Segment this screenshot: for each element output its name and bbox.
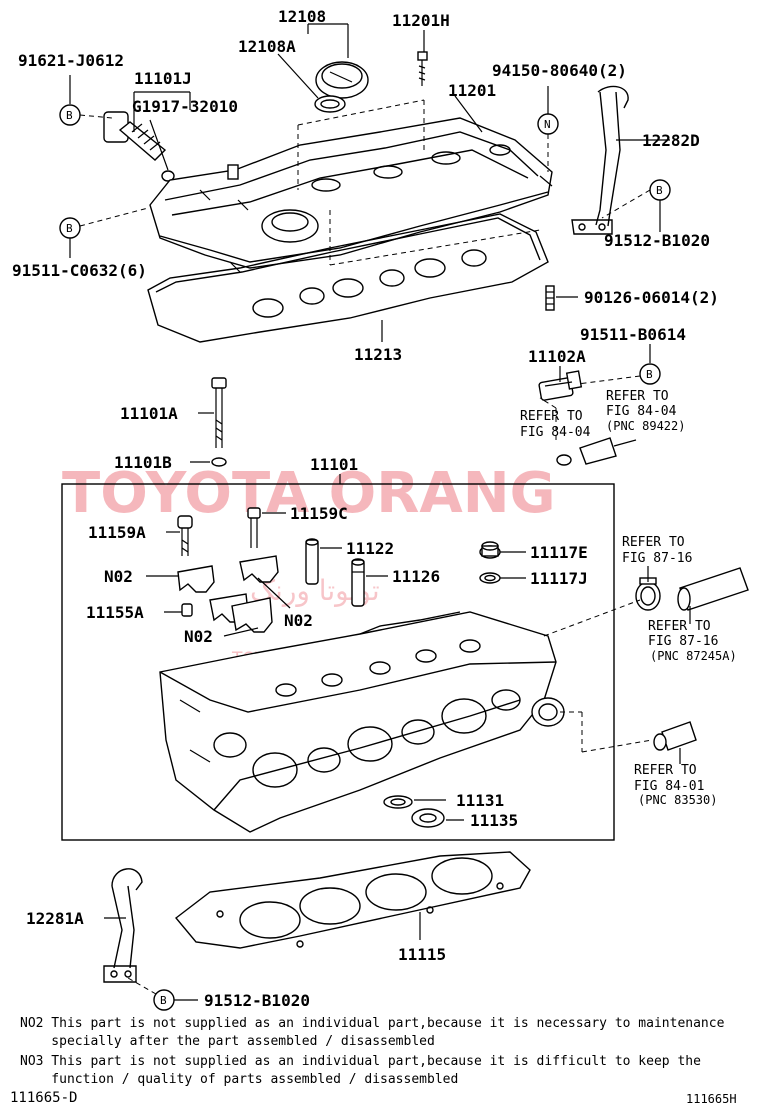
head-bolt-11101a (211, 377, 227, 467)
oil-filler-cap (314, 61, 369, 113)
oil-control-valve (103, 111, 175, 182)
refer-to-fig[interactable]: FIG 87-16 (648, 634, 718, 649)
part-label: 91511-C0632(6) (12, 261, 147, 280)
circle-marker-b: B (656, 184, 663, 197)
temperature-sensor (556, 437, 637, 466)
refer-to-pnc: (PNC 87245A) (650, 649, 737, 663)
part-label: 91621-J0612 (18, 51, 124, 70)
part-label: 11101A (120, 404, 178, 423)
footer-illustration-id: 111665H (686, 1092, 737, 1106)
part-label: 11213 (354, 345, 402, 364)
refer-to-fig[interactable]: FIG 84-04 (606, 404, 677, 419)
note-n03-line2: function / quality of parts assembled / … (20, 1072, 459, 1087)
refer-to-label[interactable]: REFER TO (634, 763, 697, 778)
refer-to-label[interactable]: REFER TO (648, 619, 711, 634)
part-label: 12281A (26, 909, 84, 928)
circle-marker-b: B (160, 994, 167, 1007)
refer-to-label[interactable]: REFER TO (622, 535, 685, 550)
head-cover-gasket (147, 213, 549, 343)
part-label: 11201H (392, 11, 450, 30)
part-label: 11126 (392, 567, 440, 586)
engine-hanger-12282d (571, 85, 629, 235)
part-label: 11115 (398, 945, 446, 964)
part-label: 12282D (642, 131, 700, 150)
footer-figure-id: 111665-D (10, 1090, 78, 1106)
circle-marker-b: B (66, 109, 73, 122)
pin-11155a (181, 603, 193, 617)
part-label: 11101B (114, 453, 172, 472)
part-label: 91512-B1020 (604, 231, 710, 250)
part-label: 11159C (290, 504, 348, 523)
cylinder-head-assy-box (61, 483, 615, 841)
refer-to-fig[interactable]: FIG 84-01 (634, 779, 704, 794)
note-n02-line1: NO2 This part is not supplied as an indi… (20, 1016, 725, 1031)
part-label: N02 (284, 611, 313, 630)
part-label: 11102A (528, 347, 586, 366)
bolt-11159a (177, 515, 193, 556)
seal-11135 (411, 808, 445, 828)
note-n03-line1: NO3 This part is not supplied as an indi… (20, 1054, 701, 1069)
part-label: N02 (184, 627, 213, 646)
stud-bolt-90126 (545, 285, 555, 311)
refer-to-pnc: (PNC 89422) (606, 419, 685, 433)
camshaft-bearing-cap (177, 555, 279, 633)
bolt-11159c (247, 507, 261, 548)
part-label: 12108A (238, 37, 296, 56)
part-label: 94150-80640(2) (492, 61, 627, 80)
circle-marker-b: B (66, 222, 73, 235)
part-label: 91512-B1020 (204, 991, 310, 1010)
refer-to-fig[interactable]: FIG 87-16 (622, 551, 692, 566)
plug-11117e (479, 541, 501, 559)
cylinder-head-cover (149, 117, 553, 273)
part-label: 11159A (88, 523, 146, 542)
circle-marker-b: B (646, 368, 653, 381)
part-label: N02 (104, 567, 133, 586)
camshaft-position-sensor (538, 370, 583, 401)
part-label: 11135 (470, 811, 518, 830)
part-label: 11131 (456, 791, 504, 810)
part-label: 11201 (448, 81, 496, 100)
watermark-main: TOYOTA ORANG (62, 461, 556, 526)
hose-clamp (635, 577, 661, 611)
refer-to-pnc: (PNC 83530) (638, 793, 717, 807)
seal-11131 (383, 795, 413, 809)
cylinder-head-gasket (174, 851, 531, 949)
part-label: 90126-06014(2) (584, 288, 719, 307)
cover-bolt-11201h (417, 51, 428, 86)
part-label: 91511-B0614 (580, 325, 686, 344)
part-label: 11117J (530, 569, 588, 588)
engine-hanger-12281a (103, 868, 143, 983)
gasket-11117j (479, 572, 501, 584)
circle-marker-n: N (544, 118, 551, 131)
part-label: 11101 (310, 455, 358, 474)
part-label: G1917-32010 (132, 97, 238, 116)
refer-to-label[interactable]: REFER TO (520, 409, 583, 424)
cylinder-head (159, 611, 565, 833)
refer-to-label[interactable]: REFER TO (606, 389, 669, 404)
refer-to-fig[interactable]: FIG 84-04 (520, 425, 591, 440)
valve-guide-11126 (351, 558, 365, 607)
part-label: 11155A (86, 603, 144, 622)
part-label: 11122 (346, 539, 394, 558)
water-temp-sensor (653, 721, 697, 751)
part-label: 11117E (530, 543, 588, 562)
valve-guide-11122 (305, 538, 319, 585)
note-n02-line2: specially after the part assembled / dis… (20, 1034, 435, 1049)
water-hose (677, 567, 749, 611)
part-label: 12108 (278, 7, 326, 26)
part-label: 11101J (134, 69, 192, 88)
